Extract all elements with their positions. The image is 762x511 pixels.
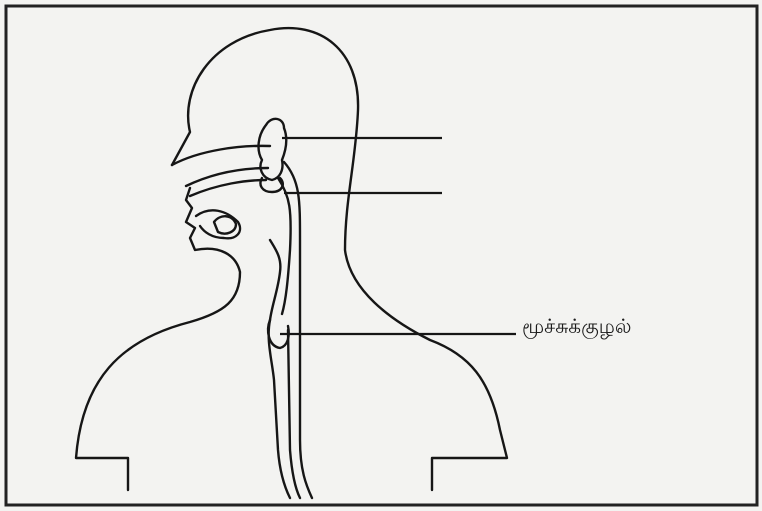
pharynx-wall-inner <box>278 178 291 314</box>
windpipe-label: மூச்சுக்குழல் <box>522 316 631 336</box>
mouth-cavity <box>196 210 240 238</box>
nasal-cavity <box>186 168 268 196</box>
windpipe-wall-right <box>288 330 300 498</box>
body-outline <box>76 28 507 490</box>
nasal-roof <box>172 146 270 165</box>
tongue <box>214 216 236 233</box>
nasal-chamber <box>259 119 287 180</box>
figure-border <box>6 6 757 505</box>
